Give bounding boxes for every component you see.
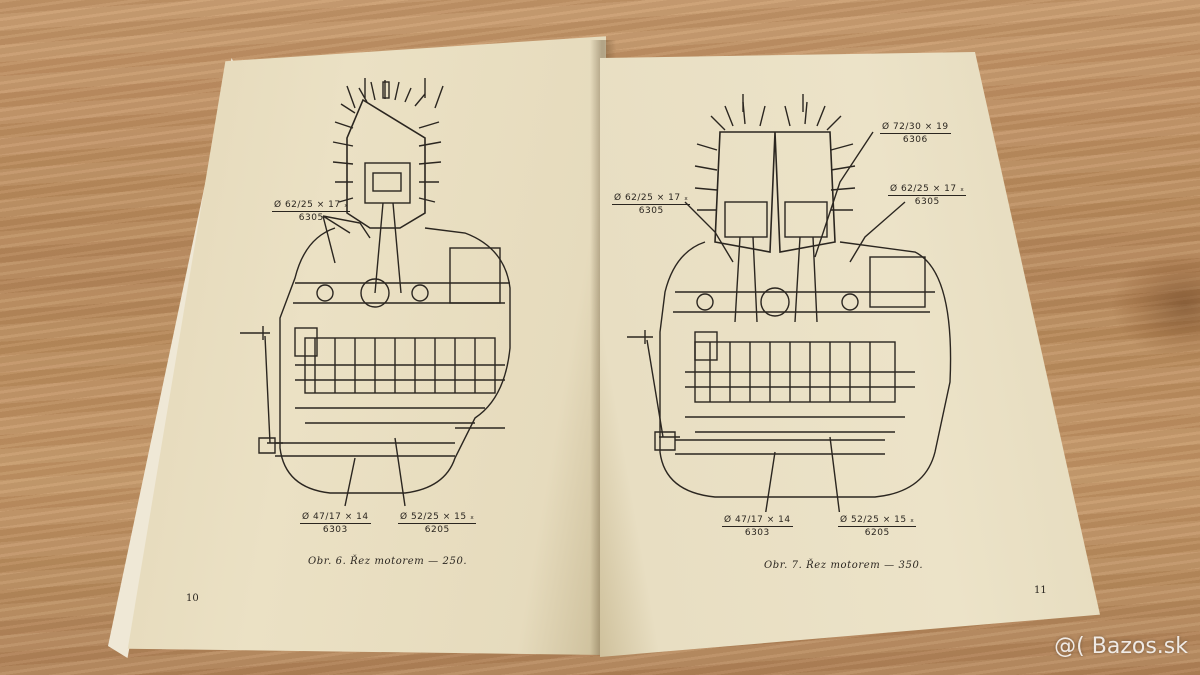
- bazos-watermark-text: Bazos.sk: [1091, 634, 1188, 659]
- right-upper-right-bearing-label: Ø 62/25 × 17 ₓ 6305: [888, 184, 967, 207]
- engine-350-cross-section-drawing: [625, 92, 965, 512]
- left-figure-caption: Obr. 6. Řez motorem — 250.: [308, 556, 468, 567]
- crankcase-350: [659, 241, 952, 498]
- left-lower-right-bearing-label: Ø 52/25 × 15 ₓ 6205: [398, 512, 477, 535]
- leader-lines-350: [684, 131, 906, 512]
- engine-250-cross-section-drawing: [235, 68, 535, 518]
- right-page-number: 11: [1034, 585, 1047, 596]
- right-lower-right-bearing-label: Ø 52/25 × 15 ₓ 6205: [838, 515, 917, 538]
- bazos-watermark: @( Bazos.sk: [1054, 634, 1188, 659]
- leader-lines: [322, 215, 406, 507]
- left-page-number: 10: [186, 593, 199, 604]
- kickstart-lever: [240, 326, 505, 457]
- gearbox-section: [294, 327, 505, 424]
- left-upper-bearing-label: Ø 62/25 × 17 ₓ 6305: [272, 200, 351, 223]
- right-figure-caption: Obr. 7. Řez motorem — 350.: [764, 560, 924, 571]
- right-lower-left-bearing-label: Ø 47/17 × 14 6303: [722, 515, 793, 538]
- twin-pistons-and-rods: [724, 201, 828, 323]
- bazos-logo-icon: @(: [1054, 634, 1085, 659]
- cylinder-cooling-fins: [332, 78, 444, 229]
- piston-and-rod: [364, 162, 411, 294]
- left-lower-left-bearing-label: Ø 47/17 × 14 6303: [300, 512, 371, 535]
- twin-cylinder-cooling-fins: [694, 94, 856, 253]
- right-upper-right-top-bearing-label: Ø 72/30 × 19 6306: [880, 122, 951, 145]
- kickstart-lever-350: [627, 330, 885, 455]
- right-upper-left-bearing-label: Ø 62/25 × 17 ₓ 6305: [612, 193, 691, 216]
- gearbox-section-350: [685, 331, 915, 433]
- crankcase: [279, 227, 511, 494]
